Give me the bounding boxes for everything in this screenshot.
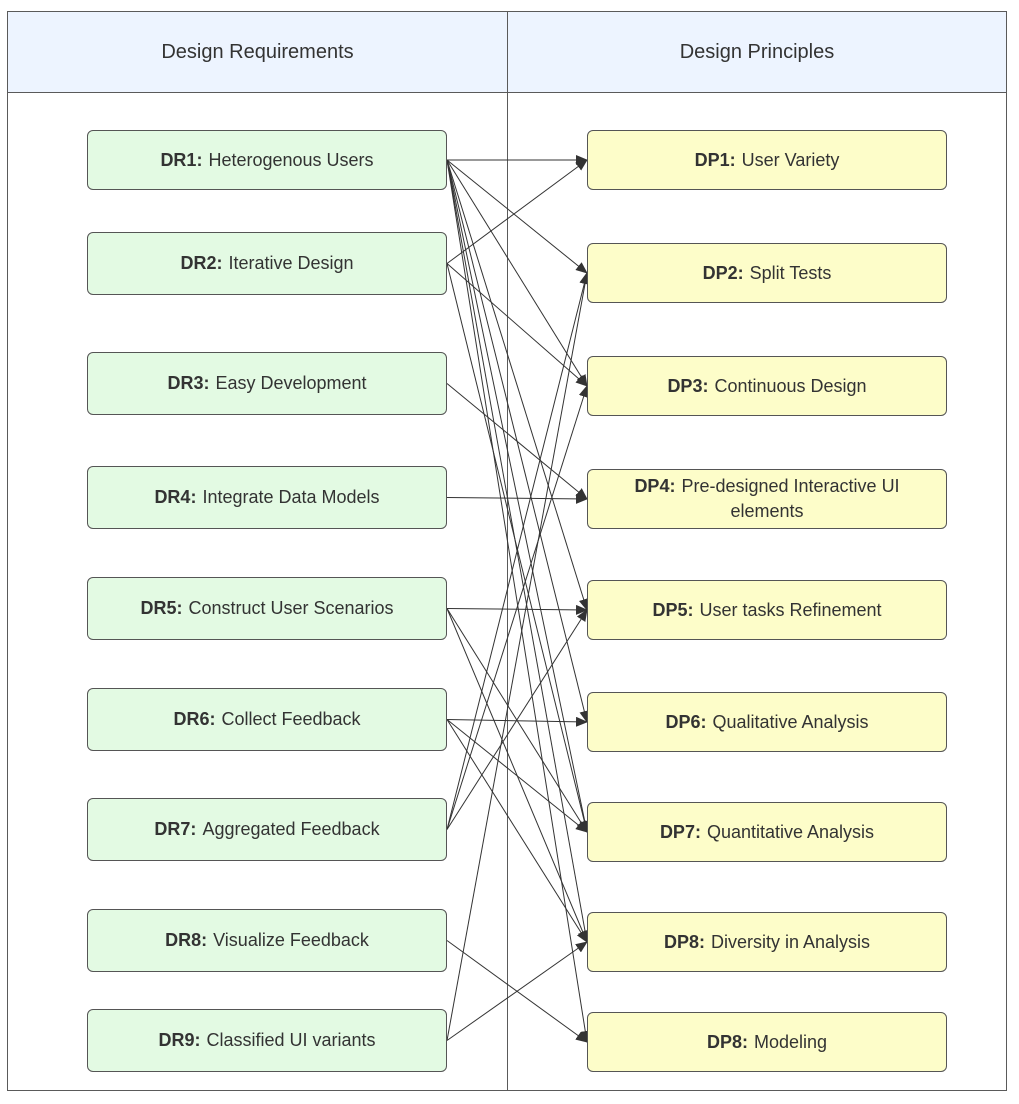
requirement-box-dr6: DR6:Collect Feedback (87, 688, 447, 751)
principle-id: DP4: (634, 476, 676, 496)
requirement-text: Visualize Feedback (213, 930, 369, 950)
principle-box-dp2: DP2:Split Tests (587, 243, 947, 303)
connector-arrow (446, 716, 588, 727)
connector-arrow (446, 159, 590, 833)
requirement-text: Integrate Data Models (202, 487, 380, 507)
requirements-column-header: Design Requirements (8, 12, 507, 93)
requirement-id: DR5: (140, 598, 183, 618)
principle-id: DP1: (694, 149, 736, 170)
principle-id: DP8: (706, 1031, 748, 1052)
requirement-id: DR1: (160, 149, 203, 170)
connector-arrow (446, 159, 591, 1043)
requirement-id: DR2: (180, 253, 223, 273)
requirement-box-dr9: DR9:Classified UI variants (87, 1009, 447, 1072)
principle-text: Modeling (753, 1031, 828, 1052)
connector-group (446, 155, 591, 1043)
column-divider (507, 11, 508, 1091)
requirement-id: DR6: (173, 709, 216, 729)
requirement-box-dr4: DR4:Integrate Data Models (87, 466, 447, 529)
connector-arrow (446, 159, 588, 274)
connector-arrow (446, 719, 588, 943)
connector-arrow (446, 272, 590, 1041)
principle-text: Pre-designed Interactive UI elements (681, 476, 900, 521)
connector-arrow (446, 941, 588, 1041)
requirement-box-dr8: DR8:Visualize Feedback (87, 909, 447, 972)
principle-text: Diversity in Analysis (710, 931, 871, 952)
principle-id: DP5: (652, 599, 694, 620)
principle-id: DP8: (663, 931, 705, 952)
principle-box-dp7: DP7:Quantitative Analysis (587, 802, 947, 862)
principle-text: Qualitative Analysis (712, 711, 869, 732)
principle-box-dp1: DP1:User Variety (587, 130, 947, 190)
principle-box-dp9: DP8:Modeling (587, 1012, 947, 1072)
connector-arrow (446, 159, 588, 387)
principle-id: DP7: (659, 821, 701, 842)
requirement-box-dr2: DR2:Iterative Design (87, 232, 447, 295)
principle-text: User Variety (741, 149, 840, 170)
principle-id: DP6: (665, 711, 707, 732)
requirement-text: Construct User Scenarios (188, 598, 394, 618)
requirement-text: Aggregated Feedback (202, 819, 380, 839)
principle-box-dp6: DP6:Qualitative Analysis (587, 692, 947, 752)
connector-arrow (446, 609, 588, 830)
requirement-box-dr5: DR5:Construct User Scenarios (87, 577, 447, 640)
connector-arrow (446, 493, 588, 504)
connector-arrow (446, 719, 588, 833)
connector-arrow (446, 263, 590, 833)
requirement-id: DR7: (154, 819, 197, 839)
principle-id: DP3: (667, 375, 709, 396)
connector-arrow (446, 385, 589, 830)
requirement-box-dr7: DR7:Aggregated Feedback (87, 798, 447, 861)
principle-text: Continuous Design (714, 375, 867, 396)
connector-arrow (446, 263, 588, 387)
requirement-box-dr1: DR1:Heterogenous Users (87, 130, 447, 190)
principle-box-dp8: DP8:Diversity in Analysis (587, 912, 947, 972)
connector-arrow (446, 159, 589, 611)
principle-box-dp4: DP4:Pre-designed Interactive UI elements (587, 469, 947, 529)
requirement-text: Collect Feedback (221, 709, 361, 729)
principle-text: Split Tests (749, 262, 832, 283)
principle-text: User tasks Refinement (699, 599, 882, 620)
requirement-text: Iterative Design (228, 253, 354, 273)
requirement-text: Classified UI variants (206, 1030, 376, 1050)
connector-arrow (446, 383, 588, 500)
principles-column-header: Design Principles (508, 12, 1006, 93)
principle-id: DP2: (702, 262, 744, 283)
connector-arrow (446, 159, 588, 264)
requirement-id: DR9: (158, 1030, 201, 1050)
requirement-id: DR4: (154, 487, 197, 507)
requirement-id: DR3: (167, 373, 210, 393)
principle-box-dp5: DP5:User tasks Refinement (587, 580, 947, 640)
principle-box-dp3: DP3:Continuous Design (587, 356, 947, 416)
principle-text: Quantitative Analysis (706, 821, 875, 842)
requirement-text: Heterogenous Users (208, 149, 374, 170)
requirement-box-dr3: DR3:Easy Development (87, 352, 447, 415)
requirement-id: DR8: (165, 930, 208, 950)
connector-arrow (446, 272, 590, 830)
requirement-text: Easy Development (215, 373, 367, 393)
